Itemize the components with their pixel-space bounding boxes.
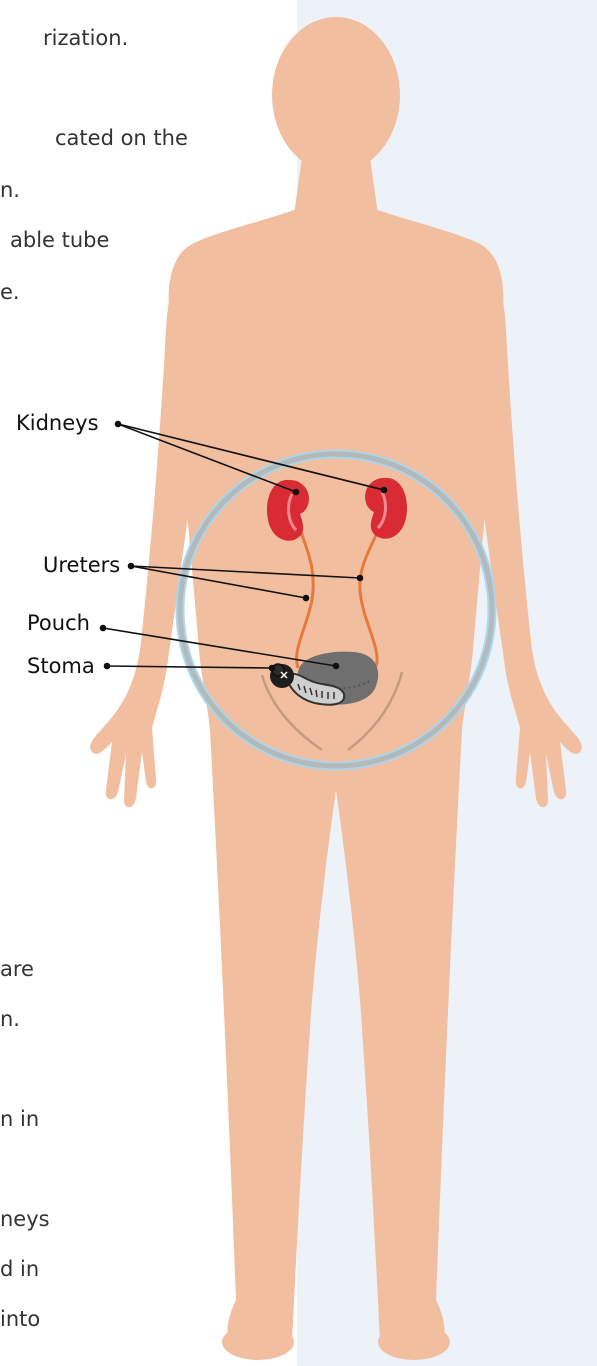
left-foot <box>222 1324 294 1360</box>
label-stoma: Stoma <box>27 654 95 678</box>
neck <box>294 150 378 215</box>
torso-and-legs <box>169 210 504 1356</box>
right-foot <box>378 1324 450 1360</box>
label-kidneys: Kidneys <box>16 411 99 435</box>
label-pouch: Pouch <box>27 611 90 635</box>
head <box>272 17 400 173</box>
label-ureters: Ureters <box>43 553 120 577</box>
